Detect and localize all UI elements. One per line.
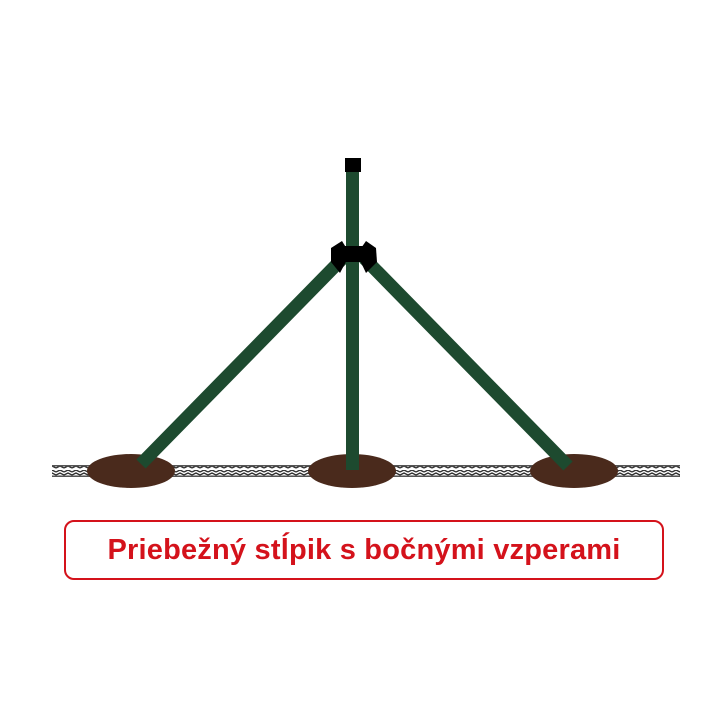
right-brace (359, 253, 573, 471)
center-post (346, 168, 359, 470)
brace-clamp (331, 241, 377, 273)
post-cap (345, 158, 361, 172)
center-footing (308, 454, 396, 488)
left-footing (87, 454, 175, 488)
caption-box: Priebežný stĺpik s bočnými vzperami (64, 520, 664, 580)
caption-text: Priebežný stĺpik s bočnými vzperami (107, 533, 621, 566)
right-footing (530, 454, 618, 488)
left-brace (136, 253, 348, 469)
